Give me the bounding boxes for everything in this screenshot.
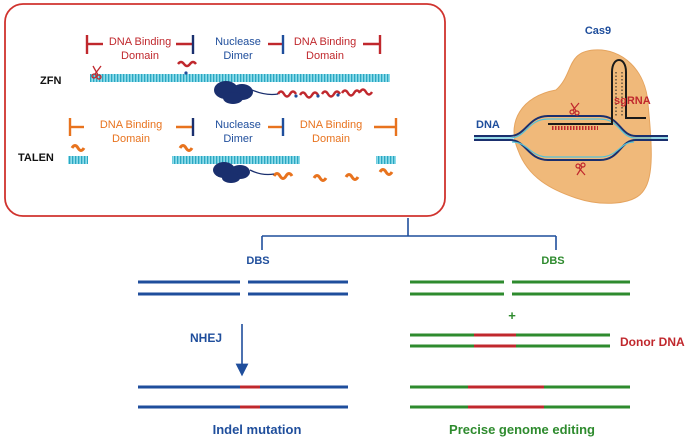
zinc-finger-protein [177, 60, 197, 68]
cas9-dna-label: DNA [476, 119, 500, 131]
linker-dot [336, 93, 340, 97]
cas9-title: Cas9 [585, 25, 611, 37]
linker-dot [184, 71, 188, 75]
left-break-label: DBS [246, 255, 269, 267]
linker-dot [316, 94, 320, 98]
plus-sign: + [508, 308, 516, 323]
talen-dna-ladder [376, 156, 396, 164]
talen-right-domain-label-2: Domain [312, 133, 350, 145]
nhej-label: NHEJ [190, 331, 222, 345]
scissors-icon [569, 102, 580, 116]
tale-protein [312, 174, 328, 182]
tale-protein [344, 173, 360, 181]
zfn-right-domain-label-2: Domain [306, 50, 344, 62]
left-repaired-dna [138, 385, 348, 409]
zfn-center-label-1: Nuclease [215, 36, 261, 48]
zfn-left-domain-label-1: DNA Binding [109, 36, 171, 48]
talen-center-label-1: Nuclease [215, 119, 261, 131]
talen-center-label-2: Dimer [223, 133, 253, 145]
nuclease-panel-frame [4, 3, 446, 217]
right-broken-dna [410, 280, 630, 296]
talen-row-label: TALEN [18, 152, 54, 164]
zfn-row-label: ZFN [40, 75, 61, 87]
scissors-icon [575, 162, 586, 176]
tale-protein [178, 144, 194, 152]
talen-left-domain-label-1: DNA Binding [100, 119, 162, 131]
tale-protein [70, 144, 86, 152]
sgrna-structure [548, 59, 646, 130]
donor-dna [410, 333, 610, 348]
zinc-finger-protein [358, 88, 374, 96]
scissors-icon [91, 65, 102, 80]
talen-right-domain-label-1: DNA Binding [300, 119, 362, 131]
zinc-finger-protein [340, 89, 362, 97]
right-break-label: DBS [541, 255, 564, 267]
talen-dna-ladder [172, 156, 300, 164]
cas9-dna-double-strand [474, 115, 668, 161]
right-outcome-label: Precise genome editing [449, 422, 595, 437]
left-outcome-label: Indel mutation [213, 422, 302, 437]
tale-protein [378, 168, 394, 176]
zfn-center-label-2: Dimer [223, 50, 253, 62]
talen-nuclease-dimer [213, 162, 250, 183]
sgrna-label: sgRNA [614, 95, 651, 107]
donor-dna-label: Donor DNA [620, 335, 685, 349]
zinc-finger-protein [276, 90, 298, 98]
zinc-finger-protein [298, 91, 320, 99]
right-repaired-dna [410, 385, 630, 409]
zfn-left-domain-label-2: Domain [121, 50, 159, 62]
linker-dot [294, 94, 298, 98]
zfn-dna-ladder [90, 74, 390, 82]
left-broken-dna [138, 280, 348, 296]
talen-left-domain-label-2: Domain [112, 133, 150, 145]
talen-brackets [68, 118, 398, 136]
tale-protein [272, 172, 294, 180]
zinc-finger-protein [320, 90, 342, 98]
zfn-brackets [85, 35, 382, 54]
pathway-connector [261, 218, 557, 250]
zfn-right-domain-label-1: DNA Binding [294, 36, 356, 48]
zfn-nuclease-dimer [214, 81, 253, 104]
talen-dna-ladder [68, 156, 88, 164]
